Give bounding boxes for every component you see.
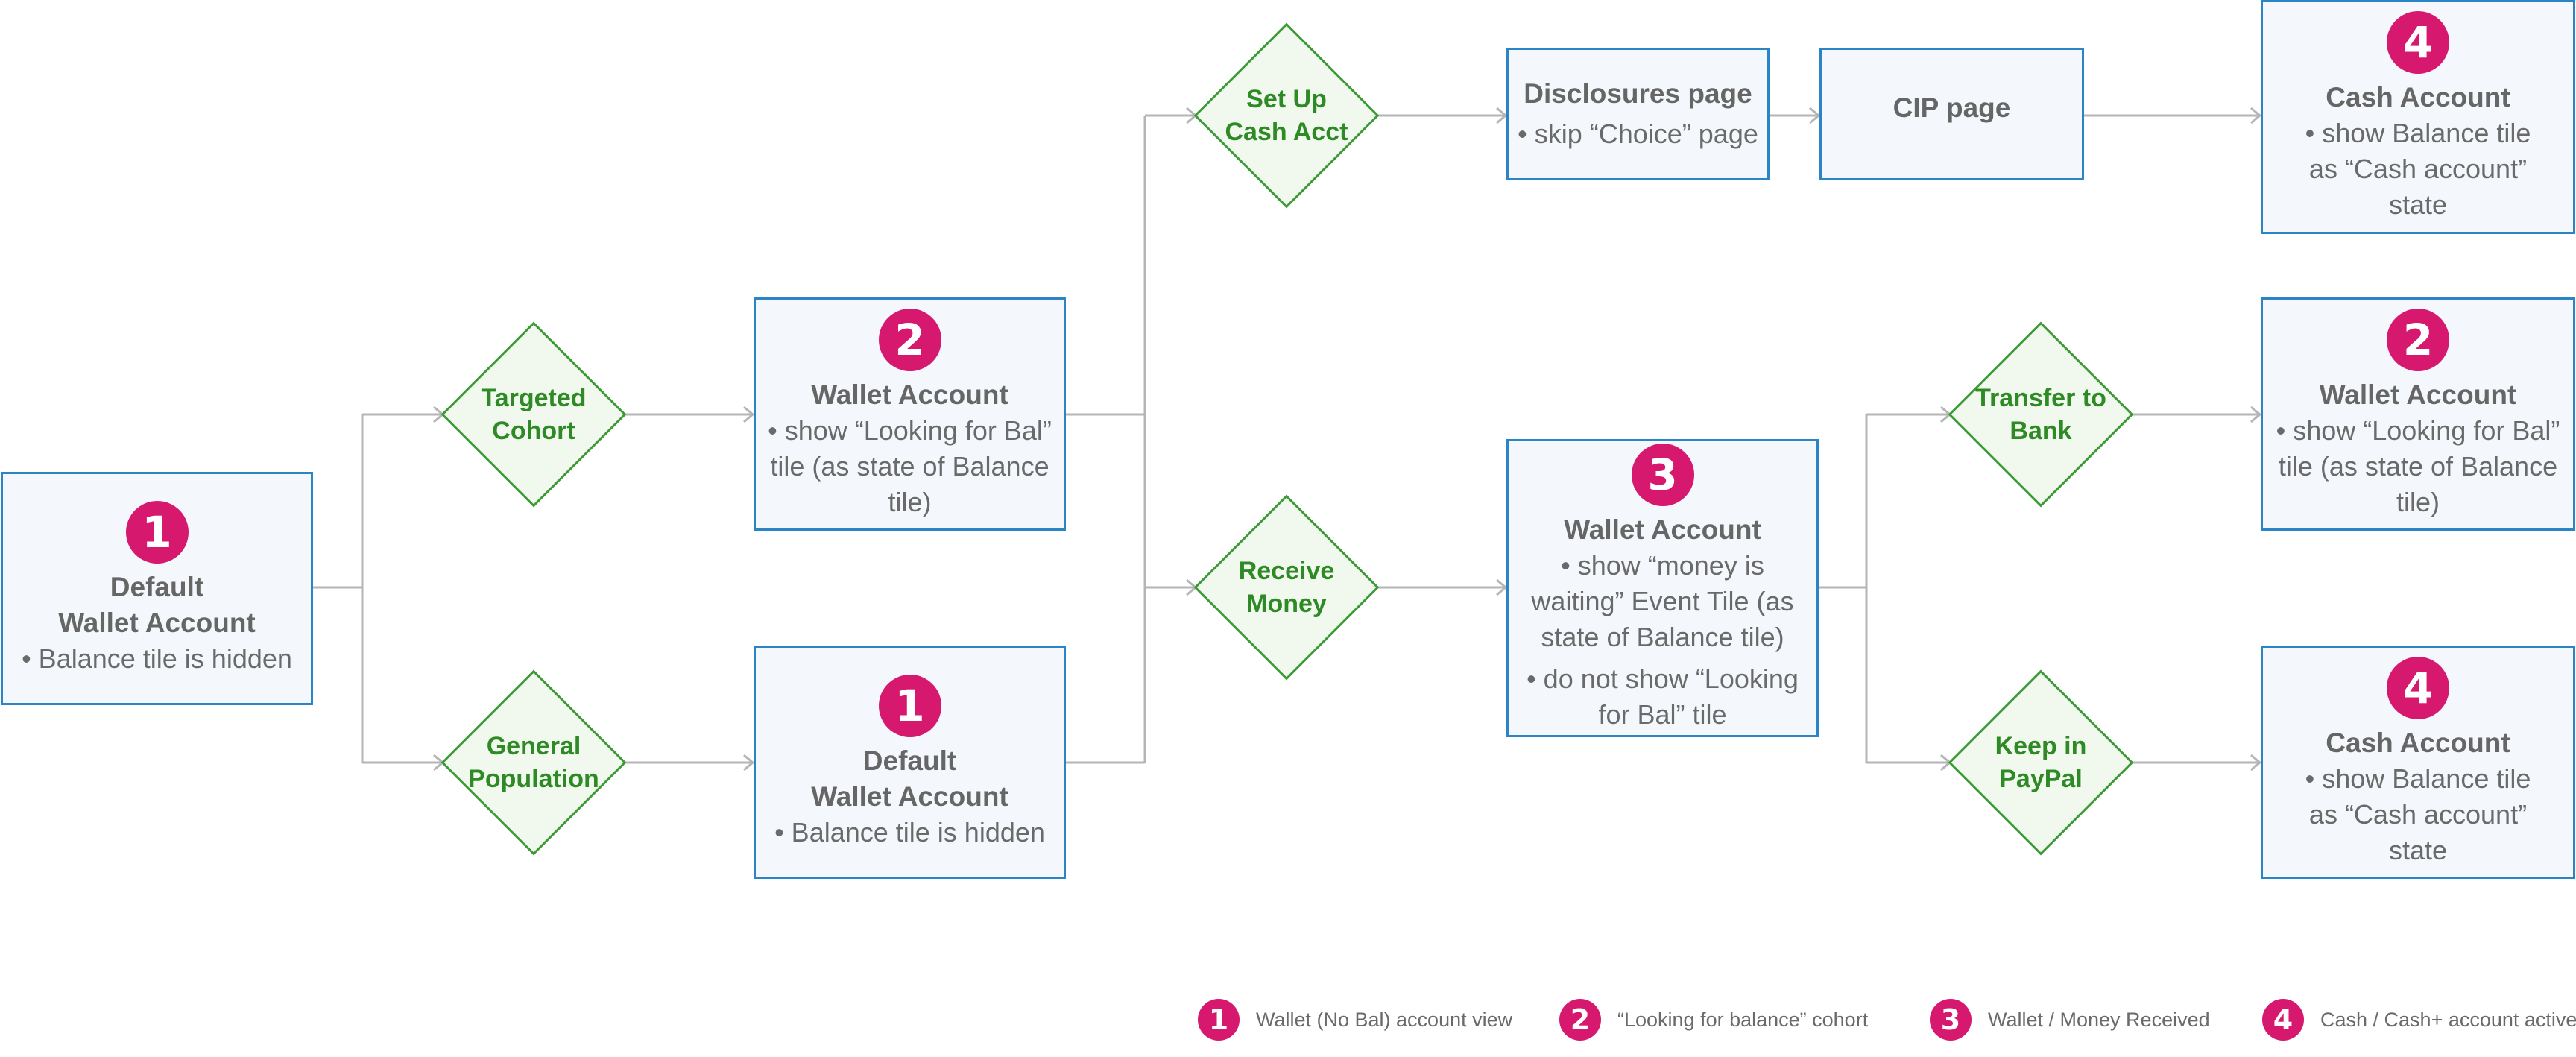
cash-account-top-node: 4 Cash Account • show Balance tile as “C… bbox=[2261, 0, 2575, 234]
default-wallet-account-start-node: 1 Default Wallet Account • Balance tile … bbox=[1, 472, 313, 705]
node-title: Default Wallet Account bbox=[58, 571, 256, 638]
node-bullet: • show Balance tile as “Cash account” st… bbox=[2305, 118, 2531, 220]
arrowhead bbox=[743, 406, 755, 423]
arrowhead bbox=[2250, 406, 2262, 423]
legend-badge: 3 bbox=[1930, 999, 1972, 1041]
legend-item-3: 3 Wallet / Money Received bbox=[1930, 997, 2210, 1042]
legend-badge: 2 bbox=[1559, 999, 1601, 1041]
node-title: Cash Account bbox=[2326, 82, 2510, 113]
legend-item-4: 4 Cash / Cash+ account active bbox=[2262, 997, 2576, 1042]
arrowhead bbox=[743, 754, 755, 772]
node-bullet: • show “money is waiting” Event Tile (as… bbox=[1531, 550, 1794, 652]
decision-keep-in-paypal: Keep in PayPal bbox=[1948, 669, 2134, 856]
legend-text: “Looking for balance” cohort bbox=[1617, 1008, 1869, 1031]
decision-targeted-cohort: Targeted Cohort bbox=[441, 321, 627, 508]
legend-text: Wallet (No Bal) account view bbox=[1256, 1008, 1513, 1031]
step-badge: 4 bbox=[2387, 11, 2449, 74]
decision-label: Transfer to Bank bbox=[1975, 384, 2106, 445]
node-title: Cash Account bbox=[2326, 727, 2510, 758]
node-bullet: • show Balance tile as “Cash account” st… bbox=[2305, 763, 2531, 865]
node-title: Wallet Account bbox=[1564, 514, 1761, 545]
legend-badge: 1 bbox=[1198, 999, 1240, 1041]
decision-general-population: General Population bbox=[441, 669, 627, 856]
node-bullet: • Balance tile is hidden bbox=[774, 816, 1045, 848]
node-bullet: • show “Looking for Bal” tile (as state … bbox=[2276, 414, 2560, 517]
wallet-account-looking-node: 2 Wallet Account • show “Looking for Bal… bbox=[754, 297, 1066, 531]
node-title: Default Wallet Account bbox=[811, 745, 1008, 812]
connector-right-branch bbox=[1819, 414, 1868, 763]
decision-transfer-to-bank: Transfer to Bank bbox=[1948, 321, 2134, 508]
node-title: CIP page bbox=[1892, 92, 2011, 123]
decision-label: Keep in PayPal bbox=[1995, 732, 2087, 793]
decision-receive-money: Receive Money bbox=[1193, 494, 1380, 681]
decision-label: Set Up Cash Acct bbox=[1225, 85, 1348, 146]
connector-mid-branch bbox=[1066, 116, 1146, 764]
cip-page-node: CIP page bbox=[1819, 48, 2084, 180]
default-wallet-account-general-node: 1 Default Wallet Account • Balance tile … bbox=[754, 646, 1066, 879]
decision-set-up-cash-acct: Set Up Cash Acct bbox=[1193, 22, 1380, 209]
step-badge: 2 bbox=[878, 308, 941, 371]
wallet-account-money-waiting-node: 3 Wallet Account • show “money is waitin… bbox=[1506, 439, 1819, 737]
legend-text: Cash / Cash+ account active bbox=[2320, 1008, 2576, 1031]
arrowhead bbox=[1496, 107, 1508, 124]
step-badge: 3 bbox=[1631, 444, 1694, 506]
node-title: Disclosures page bbox=[1524, 78, 1752, 109]
decision-label: General Population bbox=[468, 732, 599, 793]
decision-label: Receive Money bbox=[1238, 557, 1335, 618]
step-badge: 1 bbox=[878, 674, 941, 737]
arrowhead bbox=[2250, 107, 2262, 124]
arrowhead bbox=[1809, 107, 1821, 124]
legend-text: Wallet / Money Received bbox=[1988, 1008, 2210, 1031]
node-bullet: • show “Looking for Bal” tile (as state … bbox=[768, 414, 1052, 517]
node-bullet: • Balance tile is hidden bbox=[22, 643, 292, 674]
node-bullet: • do not show “Looking for Bal” tile bbox=[1527, 663, 1799, 730]
node-title: Wallet Account bbox=[2319, 379, 2517, 410]
disclosures-page-node: Disclosures page • skip “Choice” page bbox=[1506, 48, 1770, 180]
step-badge: 2 bbox=[2387, 308, 2449, 371]
legend-item-1: 1 Wallet (No Bal) account view bbox=[1198, 997, 1512, 1042]
cash-account-bottom-node: 4 Cash Account • show Balance tile as “C… bbox=[2261, 646, 2575, 879]
decision-label: Targeted Cohort bbox=[481, 384, 587, 445]
arrowhead bbox=[1496, 578, 1508, 596]
arrowhead bbox=[2250, 754, 2262, 772]
step-badge: 4 bbox=[2387, 656, 2449, 719]
node-bullet: • skip “Choice” page bbox=[1518, 119, 1758, 149]
step-badge: 1 bbox=[125, 500, 189, 564]
connector-start-branch bbox=[313, 414, 364, 763]
legend-badge: 4 bbox=[2262, 999, 2304, 1041]
wallet-account-looking-right-node: 2 Wallet Account • show “Looking for Bal… bbox=[2261, 297, 2575, 531]
legend-item-2: 2 “Looking for balance” cohort bbox=[1559, 997, 1868, 1042]
node-title: Wallet Account bbox=[811, 379, 1008, 410]
